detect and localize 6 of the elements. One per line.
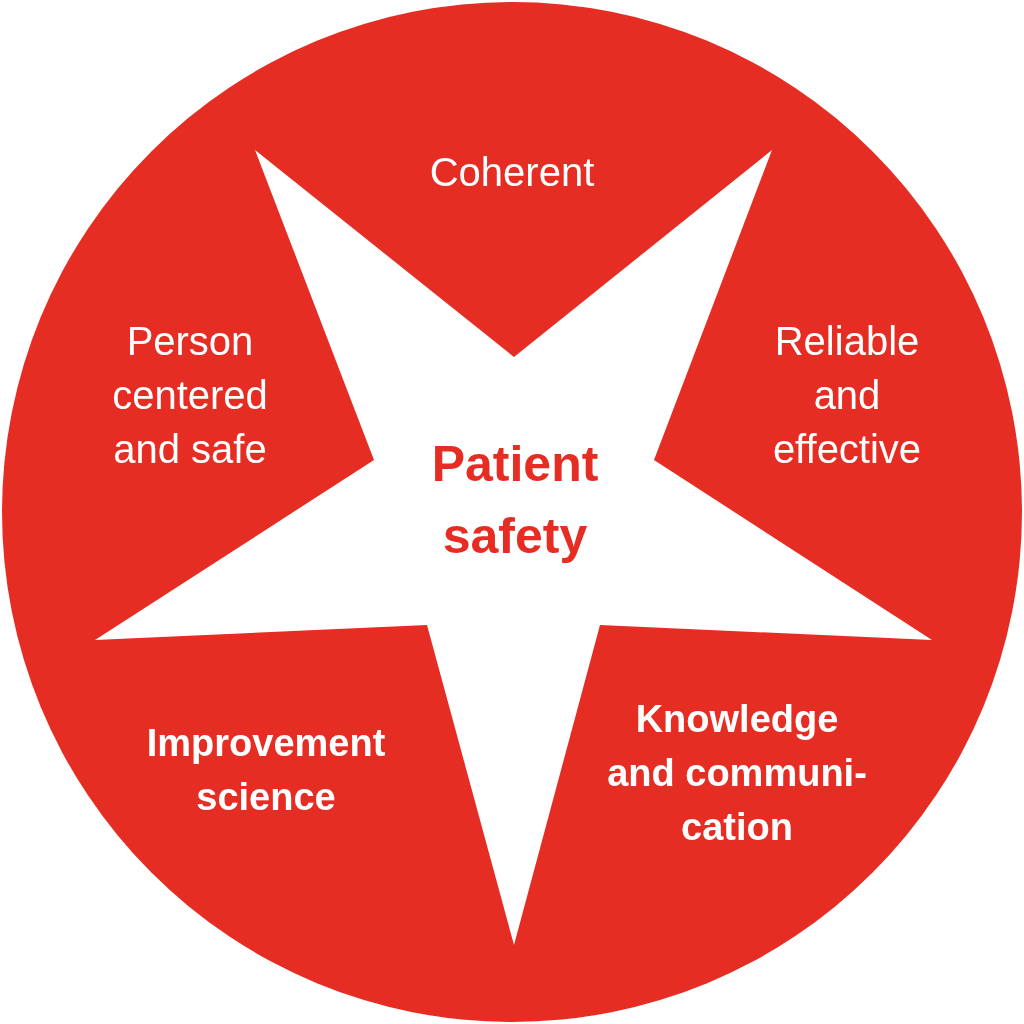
segment-label: Improvement science bbox=[145, 721, 387, 820]
segment-label: Coherent bbox=[428, 149, 596, 196]
segment-label: Person centered and safe bbox=[111, 318, 269, 473]
segment-label: Reliable and effective bbox=[771, 318, 923, 473]
center-title: Patient safety bbox=[430, 435, 600, 566]
segment-label: Knowledge and communi-cation bbox=[606, 697, 868, 850]
